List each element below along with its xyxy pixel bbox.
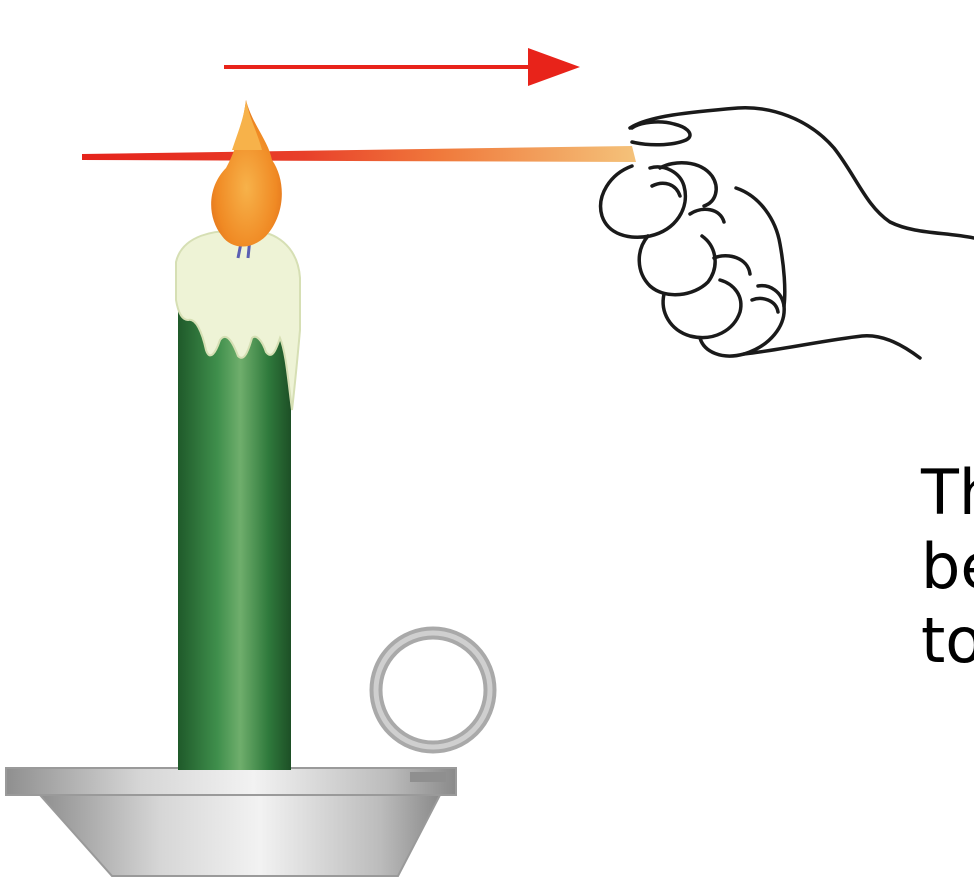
caption-text: Th be to bbox=[921, 456, 974, 678]
caption-line-1: Th bbox=[921, 456, 974, 530]
caption-line-2: be bbox=[921, 530, 974, 604]
arrow-right-icon bbox=[224, 48, 580, 86]
candle-icon bbox=[176, 231, 300, 770]
metal-rod-icon bbox=[82, 146, 636, 162]
caption-line-3: to bbox=[921, 604, 974, 678]
hand-icon bbox=[601, 108, 974, 358]
flame-icon bbox=[211, 100, 282, 247]
